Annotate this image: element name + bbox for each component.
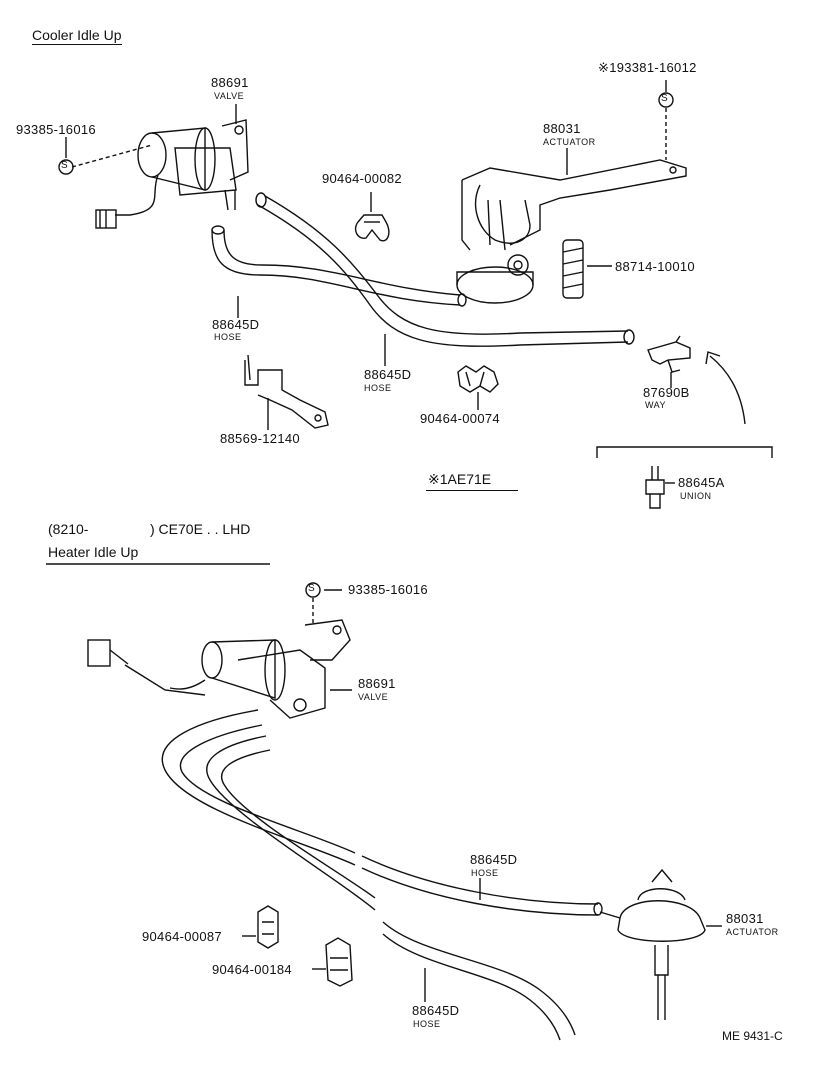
- union-bracket: [596, 446, 773, 458]
- screw-symbol-top-right: [658, 92, 674, 108]
- part-name-way: WAY: [645, 400, 666, 410]
- part-name-hose-d: HOSE: [413, 1019, 441, 1029]
- note-ae71e: ※1AE71E: [428, 472, 491, 486]
- part-number-88691-bottom: 88691: [358, 676, 396, 691]
- flow-arrow: [709, 355, 746, 425]
- leader-93385-top: [71, 144, 153, 168]
- part-number-93385-top: 93385-16016: [16, 122, 96, 137]
- part-number-90464-00087: 90464-00087: [142, 929, 222, 944]
- part-number-88645D-b: 88645D: [364, 367, 412, 382]
- part-number-90464-00074: 90464-00074: [420, 411, 500, 426]
- note-mark: ※1: [428, 471, 448, 487]
- heater-prefix: (8210-: [48, 521, 89, 537]
- screw-mark-top-right: S: [661, 93, 668, 104]
- part-name-hose-a: HOSE: [214, 332, 242, 342]
- clip-90464-00082: [354, 214, 390, 242]
- part-number-88714-10010: 88714-10010: [615, 259, 695, 274]
- screw-symbol-bottom: [305, 582, 321, 598]
- part-number-87690B: 87690B: [643, 385, 690, 400]
- hose-88714-10010: [562, 239, 584, 299]
- clip-90464-00087: [257, 905, 279, 949]
- screw-mark-bottom: S: [308, 583, 315, 594]
- bracket-88569-12140: [244, 354, 329, 429]
- actuator-88031-bottom: [599, 868, 706, 1020]
- clip-90464-00074: [457, 365, 499, 393]
- part-number-88691-top: 88691: [211, 75, 249, 90]
- part-number-90464-00082: 90464-00082: [322, 171, 402, 186]
- part-number-88645D-a: 88645D: [212, 317, 260, 332]
- part-name-valve-top: VALVE: [214, 91, 245, 101]
- part-name-actuator-bottom: ACTUATOR: [726, 927, 779, 937]
- union-88645A: [645, 466, 665, 509]
- hose-88645D-short: [211, 229, 461, 306]
- note-underline: [426, 490, 518, 491]
- figure-id: ME 9431-C: [722, 1029, 783, 1043]
- hose-88645D-upper: [161, 709, 356, 866]
- part-number-88031-top: 88031: [543, 121, 581, 136]
- part-number-88645A: 88645A: [678, 475, 725, 490]
- cooler-idle-up-title: Cooler Idle Up: [32, 27, 122, 45]
- part-name-hose-b: HOSE: [364, 383, 392, 393]
- screw-mark-top-left: S: [61, 160, 68, 171]
- screw-symbol-top-left: [58, 159, 74, 175]
- part-number-88031-bottom: 88031: [726, 911, 764, 926]
- heater-suffix: ) CE70E . . LHD: [150, 521, 251, 537]
- part-number-88645D-c: 88645D: [470, 852, 518, 867]
- part-number-90464-00184: 90464-00184: [212, 962, 292, 977]
- part-name-hose-c: HOSE: [471, 868, 499, 878]
- heater-idle-up-title: Heater Idle Up: [48, 544, 139, 560]
- note-text: AE71E: [447, 471, 492, 487]
- actuator-88031-top: [456, 159, 687, 304]
- hose-88645D-lower: [206, 735, 376, 911]
- part-number-93381: ※193381-16012: [598, 60, 697, 75]
- clip-90464-00184: [325, 937, 353, 987]
- way-87690B: [647, 335, 691, 373]
- part-name-actuator-top: ACTUATOR: [543, 137, 596, 147]
- valve-88691-top: [95, 119, 249, 229]
- part-number-88645D-d: 88645D: [412, 1003, 460, 1018]
- part-name-valve-bottom: VALVE: [358, 692, 389, 702]
- hose-88645D-long: [257, 204, 629, 347]
- part-number-93385-bottom: 93385-16016: [348, 582, 428, 597]
- part-name-union: UNION: [680, 491, 712, 501]
- valve-88691-bottom: [87, 619, 351, 719]
- part-number-88569-12140: 88569-12140: [220, 431, 300, 446]
